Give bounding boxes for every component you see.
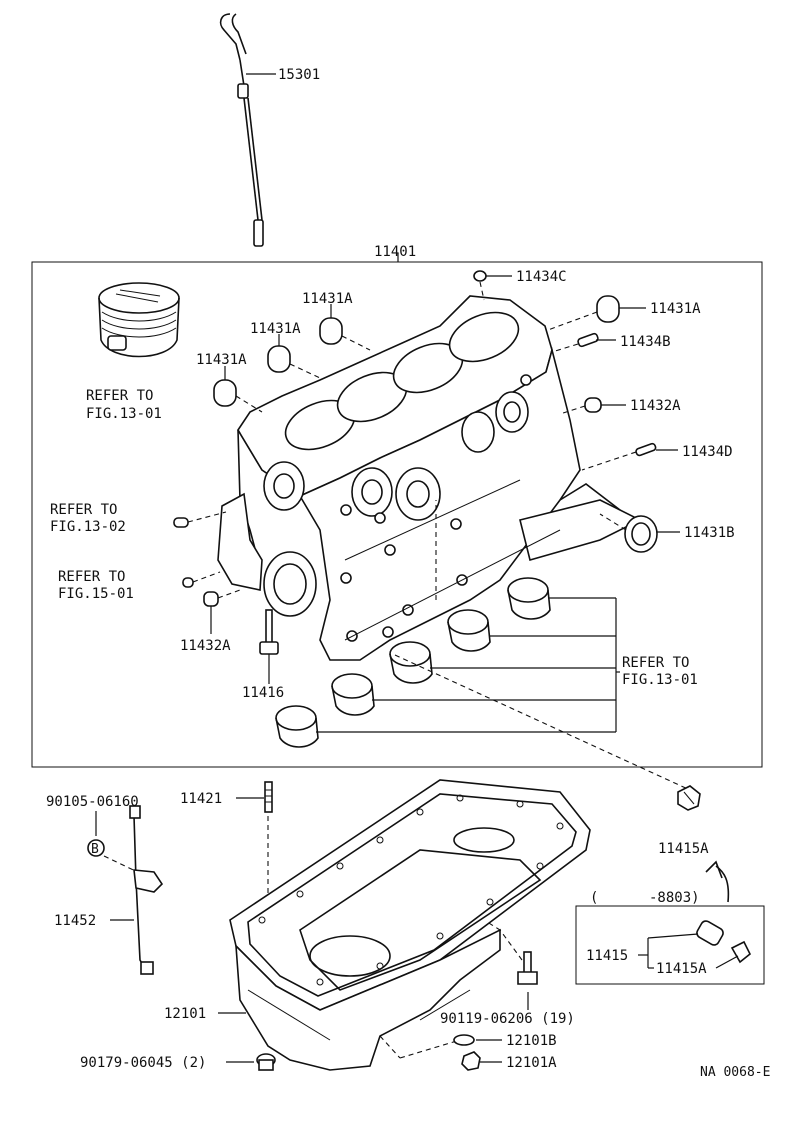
label-11431a-1: 11431A: [302, 291, 353, 307]
pin-11434d[interactable]: [635, 442, 657, 457]
label-11431b: 11431B: [684, 525, 735, 541]
pin-refer-15-01[interactable]: [182, 577, 194, 588]
inset-variant-box: [575, 860, 765, 985]
inset-plug-11415[interactable]: [695, 919, 725, 947]
refer-bearing-line2: FIG.13-01: [622, 672, 698, 688]
inset-label-11415: 11415: [586, 948, 628, 964]
label-11415a: 11415A: [658, 841, 709, 857]
marker-b-letter: B: [91, 842, 99, 857]
label-90119: 90119-06206 (19): [440, 1011, 575, 1027]
refer-left2-line2: FIG.15-01: [58, 586, 134, 602]
guide-tube-11452[interactable]: [87, 805, 164, 975]
plug-11432a-right[interactable]: [584, 397, 602, 413]
label-11434b: 11434B: [620, 334, 671, 350]
inset-range-label: ( -8803): [590, 890, 700, 906]
refer-left1-line2: FIG.13-02: [50, 519, 126, 535]
label-11421: 11421: [180, 791, 222, 807]
crankshaft-bearings[interactable]: [275, 577, 551, 748]
oil-level-dipstick[interactable]: [219, 13, 276, 247]
stud-11416[interactable]: [259, 609, 279, 655]
label-11434d: 11434D: [682, 444, 733, 460]
label-11431a-3: 11431A: [196, 352, 247, 368]
inset-label-11415a: 11415A: [656, 961, 707, 977]
drain-plug-12101a[interactable]: [461, 1051, 481, 1071]
label-11431a-2: 11431A: [250, 321, 301, 337]
refer-piston-line1: REFER TO: [86, 388, 153, 404]
cylinder-block[interactable]: [217, 295, 642, 661]
drain-plug-11415a[interactable]: [677, 785, 701, 811]
refer-left2-line1: REFER TO: [58, 569, 125, 585]
plug-11432a-left[interactable]: [203, 591, 219, 607]
label-90179: 90179-06045 (2): [80, 1055, 206, 1071]
label-15301: 15301: [278, 67, 320, 83]
plug-11431a-1[interactable]: [319, 317, 343, 345]
gasket-12101b[interactable]: [453, 1034, 475, 1046]
plug-11431a-2[interactable]: [267, 345, 291, 373]
label-12101: 12101: [164, 1006, 206, 1022]
stud-11421[interactable]: [264, 781, 273, 813]
leader-lines: [95, 275, 691, 1063]
label-11416: 11416: [242, 685, 284, 701]
label-11434c: 11434C: [516, 269, 567, 285]
label-12101b: 12101B: [506, 1033, 557, 1049]
label-11432a-left: 11432A: [180, 638, 231, 654]
label-11401: 11401: [374, 244, 416, 260]
label-12101a: 12101A: [506, 1055, 557, 1071]
refer-left1-line1: REFER TO: [50, 502, 117, 518]
label-11452: 11452: [54, 913, 96, 929]
bolt-90119[interactable]: [517, 951, 538, 985]
piston-illustration[interactable]: [98, 282, 180, 358]
refer-piston-line2: FIG.13-01: [86, 406, 162, 422]
plug-90179[interactable]: [256, 1053, 276, 1071]
label-11432a-right: 11432A: [630, 398, 681, 414]
bolt-marker-b-circle: [87, 839, 105, 857]
callout-labels: 15301 11401 11434C 11431A 11431A 11431A …: [46, 67, 770, 1080]
plug-11434c[interactable]: [473, 270, 487, 282]
label-11431a-right: 11431A: [650, 301, 701, 317]
block-small-parts: [173, 270, 658, 655]
plug-11431a-3[interactable]: [213, 379, 237, 407]
label-90105: 90105-06160: [46, 794, 139, 810]
plug-11431a-right[interactable]: [596, 295, 620, 323]
pin-11434b[interactable]: [577, 332, 599, 348]
oil-pan-12101[interactable]: [229, 779, 591, 1071]
diagram-reference-code: NA 0068-E: [700, 1065, 770, 1080]
inset-plug-11415a[interactable]: [730, 940, 752, 964]
refer-bearing-line1: REFER TO: [622, 655, 689, 671]
cylinder-block-group-frame: [31, 253, 763, 768]
pin-refer-13-02[interactable]: [173, 517, 189, 528]
